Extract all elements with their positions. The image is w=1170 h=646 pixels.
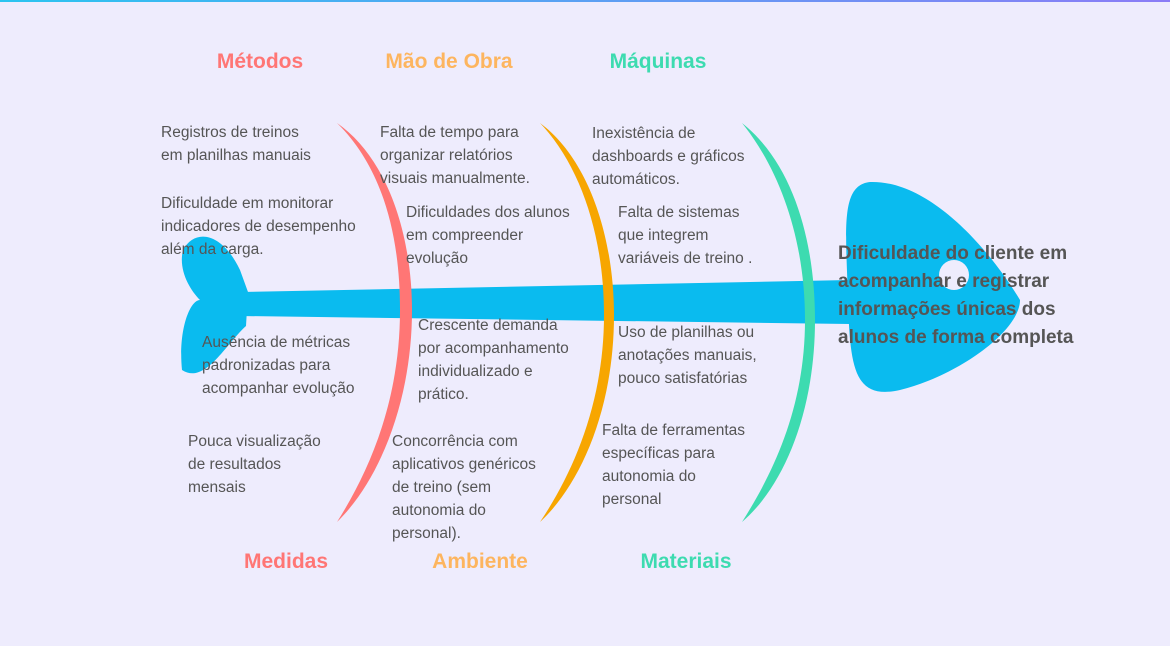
fish-eye	[939, 260, 969, 290]
category-maquinas: Máquinas	[609, 50, 707, 73]
top-accent-line	[0, 0, 1170, 2]
fish-spine	[240, 280, 850, 324]
fish-head	[846, 181, 1020, 392]
bone-orange	[540, 123, 614, 522]
bone-red	[337, 123, 412, 522]
category-materiais: Materiais	[640, 550, 732, 573]
category-mao-de-obra: Mão de Obra	[385, 50, 513, 73]
category-metodos: Métodos	[216, 50, 304, 73]
category-medidas: Medidas	[243, 550, 329, 573]
fish-tail	[181, 236, 248, 374]
category-ambiente: Ambiente	[432, 550, 528, 573]
bone-teal	[742, 123, 815, 522]
